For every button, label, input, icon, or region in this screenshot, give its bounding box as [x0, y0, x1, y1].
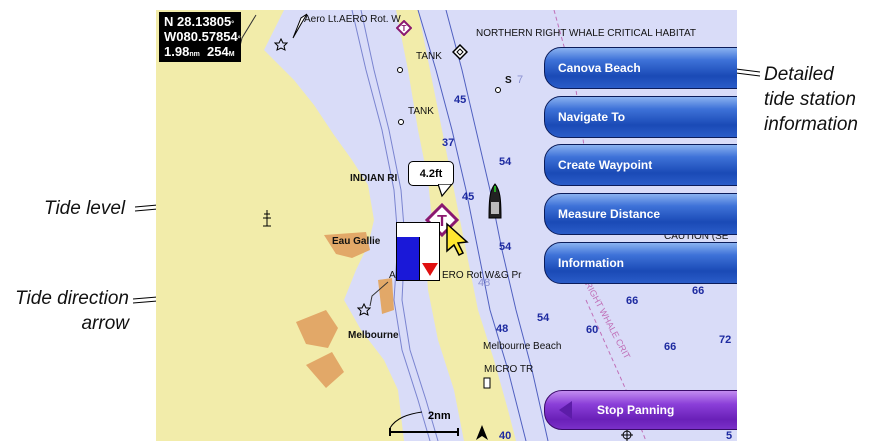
map-label-tank-2: TANK: [408, 106, 434, 117]
menu-item-measure-distance[interactable]: Measure Distance: [544, 193, 737, 235]
lat-value: 28.13805: [177, 14, 232, 29]
menu-item-label: Navigate To: [558, 110, 626, 124]
map-label-caution: CAUTION (SE: [664, 231, 729, 242]
depth-sounding: 66: [664, 341, 677, 353]
menu-item-label: Measure Distance: [558, 207, 661, 221]
menu-item-canova-beach[interactable]: Canova Beach: [544, 47, 737, 89]
buoy-icon: [495, 87, 501, 93]
svg-text:T: T: [402, 24, 407, 33]
tide-direction-callout-line1: Tide direction: [15, 288, 129, 309]
map-label-aero-top: Aero Lt.AERO Rot. W: [304, 14, 401, 25]
depth-sounding: 45: [462, 191, 475, 203]
tide-value: 4.2ft: [419, 168, 443, 180]
menu-item-label: Create Waypoint: [558, 158, 653, 172]
lat-dir: N: [164, 14, 174, 29]
depth-sounding: 72: [719, 334, 732, 346]
radio-tower-icon: [263, 210, 271, 227]
depth-sounding: 66: [626, 295, 639, 307]
depth-sounding: 48: [496, 323, 509, 335]
lighthouse-icon: [292, 13, 308, 39]
airport-icon: [274, 38, 288, 51]
bearing-unit: M: [228, 51, 235, 58]
detail-callout-line3: information: [764, 114, 858, 135]
map-label-melbourne-beach: Melbourne Beach: [483, 341, 562, 352]
tide-direction-callout-line2: arrow: [81, 313, 129, 334]
tide-level-gauge: [396, 222, 440, 281]
tide-level-fill: [397, 237, 420, 280]
back-arrow-icon: [559, 401, 572, 419]
map-label-melbourne: Melbourne: [348, 330, 399, 341]
svg-text:T: T: [437, 213, 447, 230]
cursor-arrow-icon: [446, 222, 469, 256]
depth-sounding: 54: [499, 156, 512, 168]
menu-item-label: Information: [558, 256, 624, 270]
airport-icon: [357, 303, 371, 316]
menu-item-information[interactable]: Information: [544, 242, 737, 284]
stop-panning-button[interactable]: Stop Panning: [544, 390, 737, 430]
bearing-value: 254: [207, 44, 229, 59]
detail-callout-line1: Detailed: [764, 64, 834, 85]
map-label-s: S: [505, 75, 512, 86]
depth-sounding: 37: [442, 137, 455, 149]
scale-label: 2nm: [428, 410, 451, 422]
map-label-aero-mid-a: A: [389, 270, 396, 281]
lon-dir: W: [164, 29, 177, 44]
depth-sounding: 54: [537, 312, 550, 324]
compass-rose-icon: [621, 429, 633, 441]
tide-direction-arrow: [422, 263, 438, 276]
navaid-diamond-icon: [452, 44, 468, 60]
map-label-habitat: NORTHERN RIGHT WHALE CRITICAL HABITAT: [476, 28, 697, 39]
tank-icon: [397, 67, 403, 73]
distance-unit: nm: [189, 51, 200, 58]
tide-level-callout: Tide level: [44, 198, 126, 219]
distance-value: 1.98: [164, 44, 190, 59]
marine-chart-map[interactable]: N 28.13805° W080.57854° 1.98nm 254M Aero…: [156, 10, 737, 441]
scale-bar: [389, 411, 459, 436]
depth-sounding: 48: [478, 277, 491, 289]
depth-sounding: 40: [499, 430, 512, 441]
stop-panning-label: Stop Panning: [597, 403, 675, 417]
map-label-eau-gallie: Eau Gallie: [332, 236, 381, 247]
depth-sounding: 7: [517, 74, 524, 86]
map-label-micro-tr: MICRO TR: [484, 364, 534, 375]
depth-sounding: 66: [692, 285, 705, 297]
navaid-diamond-icon: T: [396, 20, 412, 36]
menu-item-label: Canova Beach: [558, 61, 641, 75]
lon-value: 080.57854: [176, 29, 238, 44]
menu-item-create-waypoint[interactable]: Create Waypoint: [544, 144, 737, 186]
detailed-tide-info-callout: Detailed tide station information: [764, 62, 858, 137]
map-label-tank-1: TANK: [416, 51, 442, 62]
depth-sounding: 45: [454, 94, 467, 106]
depth-sounding: 54: [499, 241, 512, 253]
map-label-indian-river: INDIAN RI: [350, 173, 398, 184]
menu-item-navigate-to[interactable]: Navigate To: [544, 96, 737, 138]
chart-background: [156, 10, 647, 441]
tower-icon: [483, 377, 491, 389]
map-label-aero-mid: ERO Rot W&G Pr: [442, 270, 522, 281]
depth-sounding: 60: [586, 324, 599, 336]
tide-value-bubble: 4.2ft: [408, 161, 454, 186]
bubble-pointer: [438, 184, 452, 198]
boat-icon: [488, 183, 502, 219]
depth-sounding: 5: [726, 430, 733, 441]
detail-callout-line2: tide station: [764, 89, 856, 110]
tank-icon: [398, 119, 404, 125]
tide-direction-callout: Tide direction arrow: [7, 286, 129, 336]
position-readout: N 28.13805° W080.57854° 1.98nm 254M: [159, 12, 241, 62]
north-arrow-icon: [476, 425, 488, 440]
